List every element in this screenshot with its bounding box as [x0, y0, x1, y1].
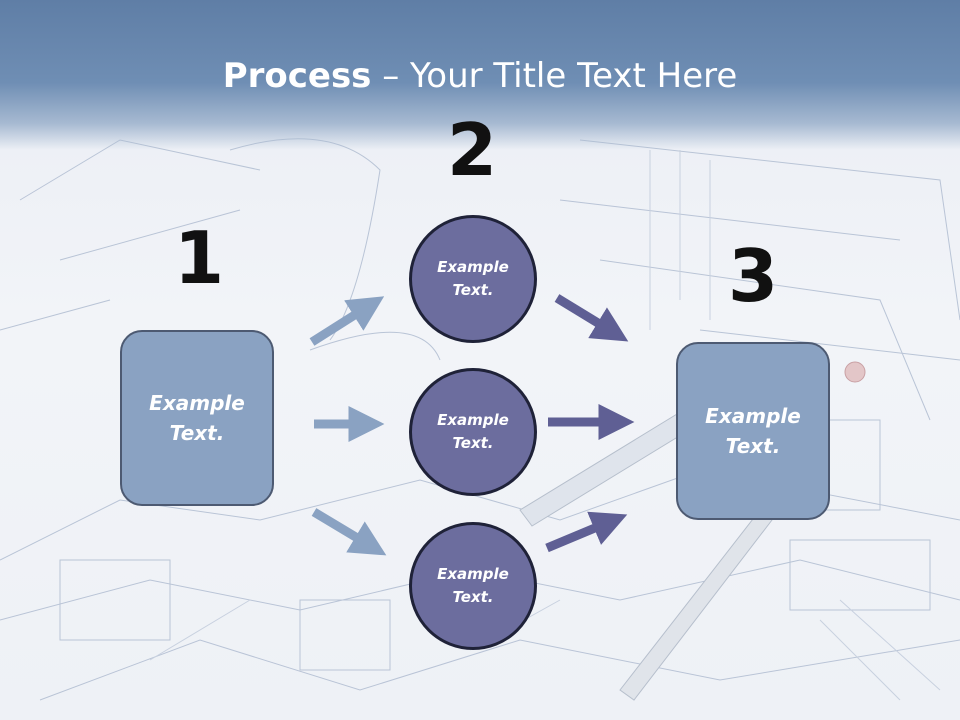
- arrow-top-to-3: [554, 294, 629, 342]
- title-bold: Process: [222, 56, 372, 96]
- step-1-box[interactable]: Example Text.: [120, 330, 274, 506]
- slide-title: Process – Your Title Text Here: [0, 52, 960, 100]
- circle-bottom-text: Example Text.: [437, 565, 509, 606]
- step-number-3: 3: [727, 234, 779, 318]
- step-3-box[interactable]: Example Text.: [676, 342, 830, 520]
- title-rest: – Your Title Text Here: [371, 56, 738, 96]
- step-1-text: Example Text.: [149, 391, 245, 445]
- arrow-bottom-to-3: [545, 511, 628, 553]
- step-3-text: Example Text.: [705, 404, 801, 458]
- step-number-2: 2: [446, 108, 498, 192]
- step-2-circle-middle[interactable]: Example Text.: [409, 368, 537, 496]
- arrow-1-to-top: [309, 296, 385, 346]
- arrow-1-to-bottom: [311, 508, 387, 556]
- step-2-circle-bottom[interactable]: Example Text.: [409, 522, 537, 650]
- circle-top-text: Example Text.: [437, 258, 509, 299]
- title-bar: [0, 0, 960, 150]
- step-number-1: 1: [173, 216, 225, 300]
- circle-middle-text: Example Text.: [437, 411, 509, 452]
- step-2-circle-top[interactable]: Example Text.: [409, 215, 537, 343]
